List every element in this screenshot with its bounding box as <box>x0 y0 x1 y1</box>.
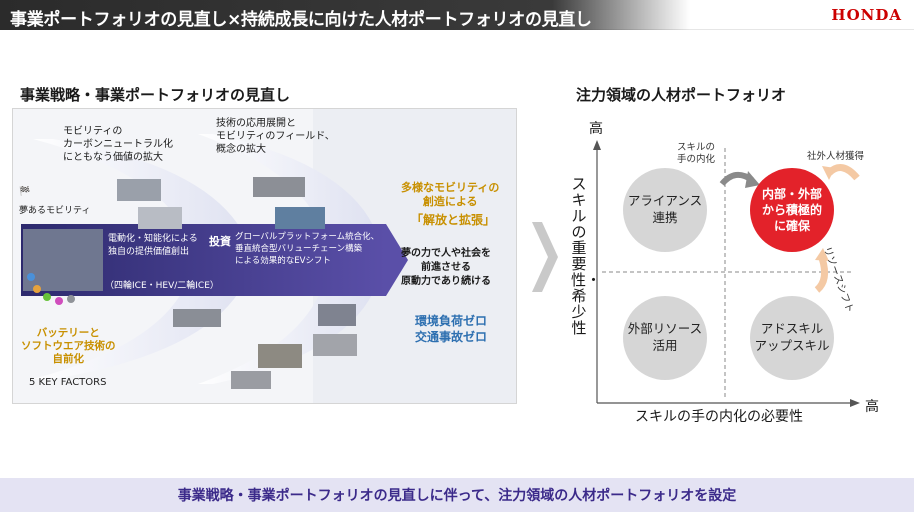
factor-dot-1 <box>27 273 35 281</box>
summary-footer: 事業戦略・事業ポートフォリオの見直しに伴って、注力領域の人材ポートフォリオを設定 <box>0 478 914 512</box>
text-dream-mobility: 夢あるモビリティ <box>19 206 91 216</box>
text-diverse-mobility: 多様なモビリティの 創造による <box>401 181 500 208</box>
quadrant-external-resource: 外部リソース 活用 <box>623 296 707 380</box>
factor-dot-5 <box>67 295 75 303</box>
checkered-flag-icon: 🏁 <box>19 187 31 197</box>
photo-7 <box>231 371 271 389</box>
text-battery-software: バッテリーと ソフトウエア技術の 自前化 <box>21 327 116 365</box>
text-liberation: 「解放と拡張」 <box>411 213 496 227</box>
section-arrow-icon <box>532 222 558 292</box>
strategy-diagram <box>21 109 516 403</box>
quadrant-acquire: 内部・外部 から積極的 に確保 <box>750 168 834 252</box>
photo-4 <box>173 309 221 327</box>
photo-robot <box>253 177 305 197</box>
honda-logo: HONDA <box>831 6 902 24</box>
photo-vehicle <box>23 229 103 291</box>
text-investment: 投資 <box>209 235 231 248</box>
footer-text: 事業戦略・事業ポートフォリオの見直しに伴って、注力領域の人材ポートフォリオを設定 <box>177 488 737 504</box>
quadrant-alliance: アライアンス 連携 <box>623 168 707 252</box>
band-arrowhead <box>386 224 408 296</box>
resource-shift-arrow <box>814 256 829 293</box>
text-tech-expand: 技術の応用展開と モビリティのフィールド、 概念の拡大 <box>216 118 335 155</box>
text-key-factors: 5 KEY FACTORS <box>29 377 107 388</box>
skill-internalize-label: スキルの 手の内化 <box>677 142 716 165</box>
factor-dot-4 <box>55 297 63 305</box>
slide-header: 事業ポートフォリオの見直し×持続成長に向けた人材ポートフォリオの見直し HOND… <box>0 0 914 30</box>
y-axis-label: スキルの重要性・希少性 <box>571 175 602 337</box>
left-heading: 事業戦略・事業ポートフォリオの見直し <box>20 86 291 104</box>
external-acquire-label: 社外人材獲得 <box>807 151 865 162</box>
x-axis-label: スキルの手の内化の必要性 <box>635 409 803 425</box>
quadrant-upskill: アドスキル アップスキル <box>750 296 834 380</box>
photo-5 <box>318 304 356 326</box>
factor-dot-3 <box>43 293 51 301</box>
matrix-axes <box>593 140 860 407</box>
text-global-platform: グローバルプラットフォーム統合化、 垂直統合型バリューチェーン構築 による効果的… <box>235 232 380 266</box>
strategy-panel: モビリティの カーボンニュートラル化 にともなう価値の拡大 技術の応用展開と モ… <box>12 108 517 404</box>
photo-car-2 <box>138 207 182 229</box>
photo-6 <box>258 344 302 368</box>
talent-matrix: 高 スキルの重要性・希少性 スキルの手の内化の必要性 高 スキルの 手の内化 社… <box>567 108 907 428</box>
photo-car-1 <box>117 179 161 201</box>
header-bar <box>0 0 690 30</box>
right-heading: 注力領域の人材ポートフォリオ <box>576 86 787 104</box>
text-zero-goals: 環境負荷ゼロ 交通事故ゼロ <box>415 314 488 344</box>
text-mobility-neutral: モビリティの カーボンニュートラル化 にともなう価値の拡大 <box>63 126 173 163</box>
text-dream-power: 夢の力で人や社会を 前進させる 原動力であり続ける <box>401 248 491 287</box>
text-electrify: 電動化・知能化による 独自の提供価値創出 <box>108 234 198 257</box>
slide-title: 事業ポートフォリオの見直し×持続成長に向けた人材ポートフォリオの見直し <box>10 10 592 30</box>
x-axis-high: 高 <box>865 399 879 415</box>
y-axis-high: 高 <box>589 121 603 137</box>
factor-dot-2 <box>33 285 41 293</box>
photo-plane <box>275 207 325 229</box>
text-ice-types: （四輪ICE・HEV/二輪ICE） <box>105 281 219 291</box>
photo-8 <box>313 334 357 356</box>
